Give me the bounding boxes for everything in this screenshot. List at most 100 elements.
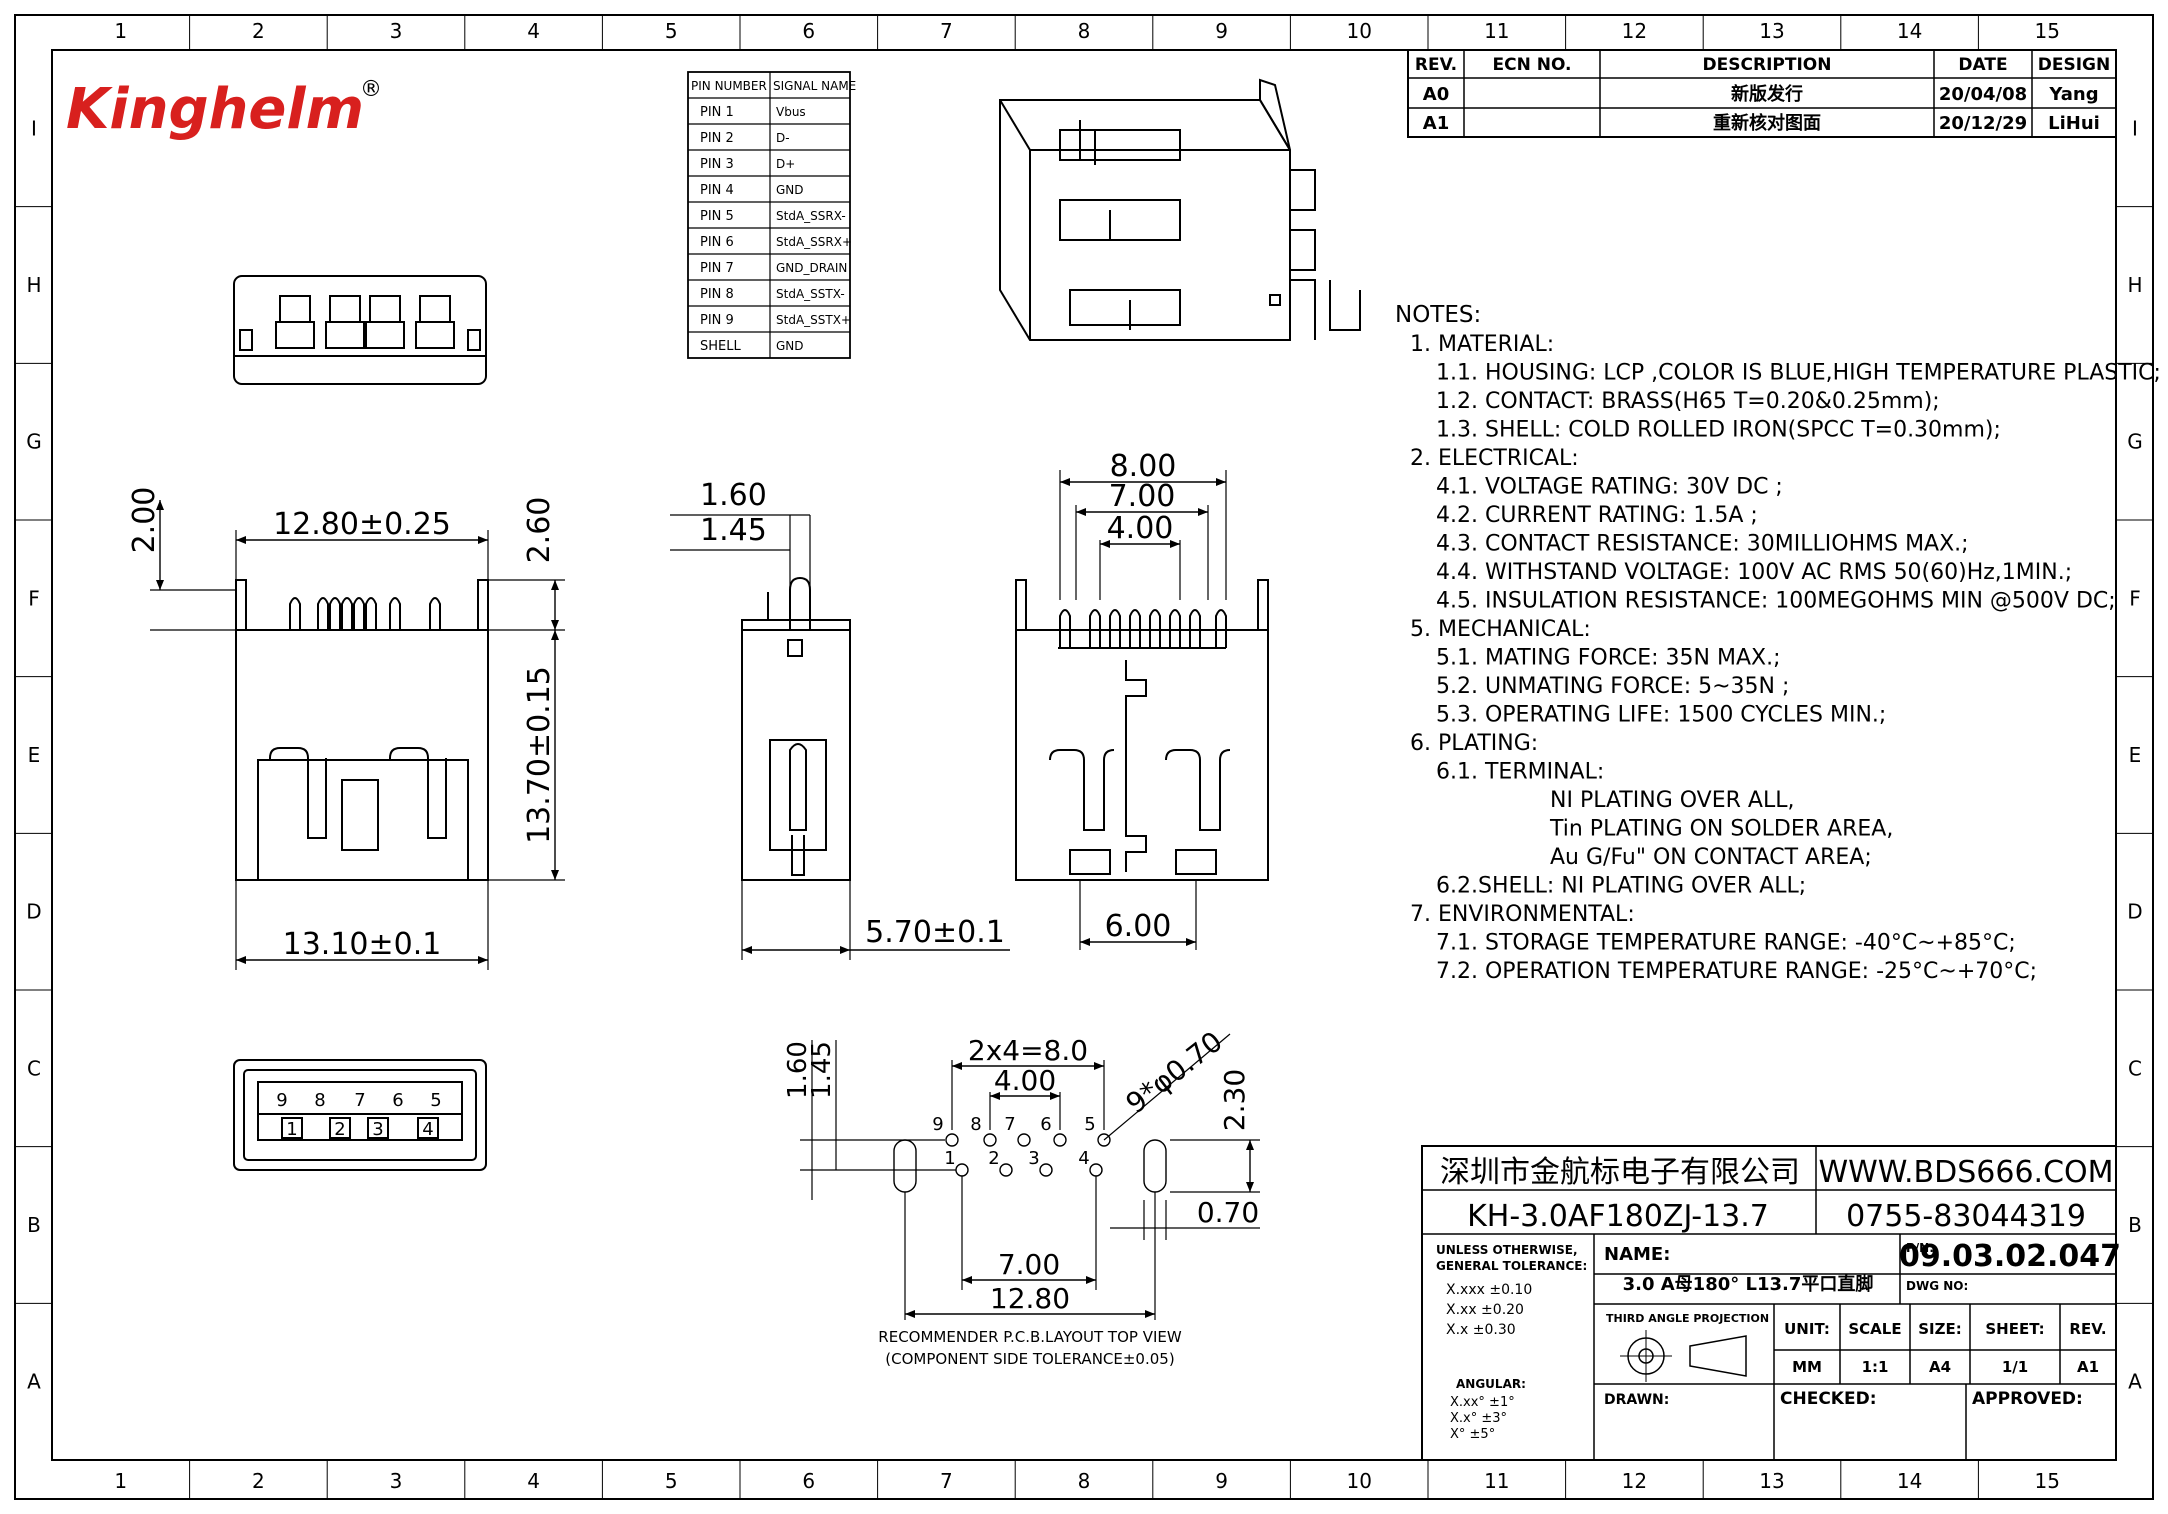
pin-number: PIN 9 <box>700 313 734 328</box>
dimension-label: 6.00 <box>1105 909 1172 944</box>
pin-number: PIN 1 <box>700 105 734 120</box>
pcb-pin-label: 2 <box>988 1148 999 1169</box>
face-pin-label: 1 <box>286 1119 297 1140</box>
spec-value: A4 <box>1929 1358 1951 1376</box>
grid-col-label-bottom: 6 <box>802 1469 815 1493</box>
angular-title: ANGULAR: <box>1456 1377 1526 1391</box>
tolerance-line: X.xx ±0.20 <box>1446 1302 1524 1318</box>
revision-cell: Yang <box>2048 84 2098 105</box>
grid-col-label-top: 14 <box>1897 19 1922 43</box>
note-line: 7.1. STORAGE TEMPERATURE RANGE: -40°C~+8… <box>1436 931 2016 956</box>
dimension-label: 2.30 <box>1218 1069 1251 1131</box>
pn-label: P/N: <box>1906 1241 1934 1255</box>
tolerance-line: X.xxx ±0.10 <box>1446 1282 1532 1298</box>
part-number-model: KH-3.0AF180ZJ-13.7 <box>1467 1199 1769 1234</box>
note-line: 1.2. CONTACT: BRASS(H65 T=0.20&0.25mm); <box>1436 389 1940 414</box>
grid-col-label-top: 12 <box>1622 19 1647 43</box>
grid-col-label-bottom: 1 <box>114 1469 127 1493</box>
pin-signal: GND_DRAIN <box>776 261 847 275</box>
drawn-label: DRAWN: <box>1604 1392 1669 1408</box>
note-line: 4.1. VOLTAGE RATING: 30V DC ; <box>1436 475 1783 500</box>
dimension-label: 12.80 <box>990 1282 1070 1315</box>
pin-signal: GND <box>776 339 804 353</box>
face-pin-label: 5 <box>430 1090 441 1111</box>
note-line: 4.5. INSULATION RESISTANCE: 100MEGOHMS M… <box>1436 589 2116 614</box>
pcb-pin-label: 3 <box>1028 1148 1039 1169</box>
note-line: 6.1. TERMINAL: <box>1436 760 1604 785</box>
grid-col-label-bottom: 14 <box>1897 1469 1922 1493</box>
grid-col-label-bottom: 3 <box>390 1469 403 1493</box>
dimension-label: 5.70±0.1 <box>865 915 1005 950</box>
dwg-label: DWG NO: <box>1906 1279 1968 1293</box>
grid-col-label-bottom: 7 <box>940 1469 953 1493</box>
spec-label: REV. <box>2069 1320 2106 1338</box>
grid-col-label-top: 10 <box>1346 19 1371 43</box>
grid-col-label-bottom: 10 <box>1346 1469 1371 1493</box>
note-line: 5.3. OPERATING LIFE: 1500 CYCLES MIN.; <box>1436 703 1886 728</box>
grid-row-label-right: A <box>2128 1370 2142 1394</box>
spec-label: SIZE: <box>1918 1320 1962 1338</box>
spec-value: 1/1 <box>2002 1358 2028 1376</box>
dimension-label: 2x4=8.0 <box>968 1034 1088 1067</box>
grid-col-label-top: 15 <box>2034 19 2059 43</box>
revision-cell: 新版发行 <box>1731 83 1803 105</box>
pin-signal: StdA_SSRX- <box>776 209 846 223</box>
grid-row-label-right: B <box>2128 1213 2142 1237</box>
grid-col-label-bottom: 13 <box>1759 1469 1784 1493</box>
dimension-label: 1.45 <box>807 1041 837 1099</box>
dimension-label: 2.60 <box>522 497 557 564</box>
face-pin-label: 4 <box>422 1119 433 1140</box>
pcb-pin-label: 8 <box>970 1114 981 1135</box>
rear-view-dimensions: 8.007.004.006.00 <box>1059 449 1227 950</box>
revision-header: REV. <box>1415 55 1457 75</box>
grid-col-label-bottom: 5 <box>665 1469 678 1493</box>
pin-signal: GND <box>776 183 804 197</box>
revision-cell: A1 <box>1423 113 1449 134</box>
pcb-caption-line-2: (COMPONENT SIDE TOLERANCE±0.05) <box>885 1350 1174 1368</box>
dimension-label: 0.70 <box>1197 1196 1259 1229</box>
face-pin-label: 9 <box>276 1090 287 1111</box>
revision-header: DESCRIPTION <box>1703 55 1832 75</box>
note-line: 7. ENVIRONMENTAL: <box>1410 902 1635 927</box>
pin-number: PIN 2 <box>700 131 734 146</box>
pin-table-header: SIGNAL NAME <box>773 79 856 93</box>
part-pn: 09.03.02.047 <box>1899 1239 2121 1274</box>
pin-signal: StdA_SSTX+ <box>776 313 851 327</box>
grid-row-label-left: F <box>28 586 40 610</box>
dimension-label: 2.00 <box>127 487 162 554</box>
connector-side-view <box>741 576 851 881</box>
angular-line: X° ±5° <box>1450 1427 1495 1442</box>
grid-row-label-right: H <box>2127 273 2142 297</box>
note-line: 4.4. WITHSTAND VOLTAGE: 100V AC RMS 50(6… <box>1436 560 2072 585</box>
note-line: 5. MECHANICAL: <box>1410 617 1591 642</box>
grid-row-label-right: I <box>2132 116 2138 140</box>
grid-col-label-top: 2 <box>252 19 265 43</box>
revision-cell: 20/12/29 <box>1939 113 2027 134</box>
face-pin-label: 2 <box>334 1119 345 1140</box>
face-pin-label: 6 <box>392 1090 403 1111</box>
pin-signal: StdA_SSRX+ <box>776 235 852 249</box>
grid-row-label-left: B <box>27 1213 41 1237</box>
pcb-pin-label: 1 <box>944 1148 955 1169</box>
spec-label: UNIT: <box>1784 1320 1830 1338</box>
pin-number: PIN 4 <box>700 183 734 198</box>
side-view-dimensions: 1.601.455.70±0.1 <box>670 478 1010 960</box>
grid-col-label-top: 3 <box>390 19 403 43</box>
notes-block: NOTES:1. MATERIAL:1.1. HOUSING: LCP ,COL… <box>1395 302 2161 984</box>
grid-col-label-top: 5 <box>665 19 678 43</box>
brand-logo: Kinghelm <box>66 77 364 142</box>
approved-label: APPROVED: <box>1972 1389 2083 1409</box>
angular-line: X.x° ±3° <box>1450 1411 1507 1426</box>
inner-border <box>51 49 2117 1461</box>
dimension-label: 7.00 <box>998 1248 1060 1281</box>
grid-row-label-right: E <box>2129 743 2142 767</box>
face-pin-label: 8 <box>314 1090 325 1111</box>
grid-col-label-bottom: 8 <box>1078 1469 1091 1493</box>
pin-number: PIN 7 <box>700 261 734 276</box>
